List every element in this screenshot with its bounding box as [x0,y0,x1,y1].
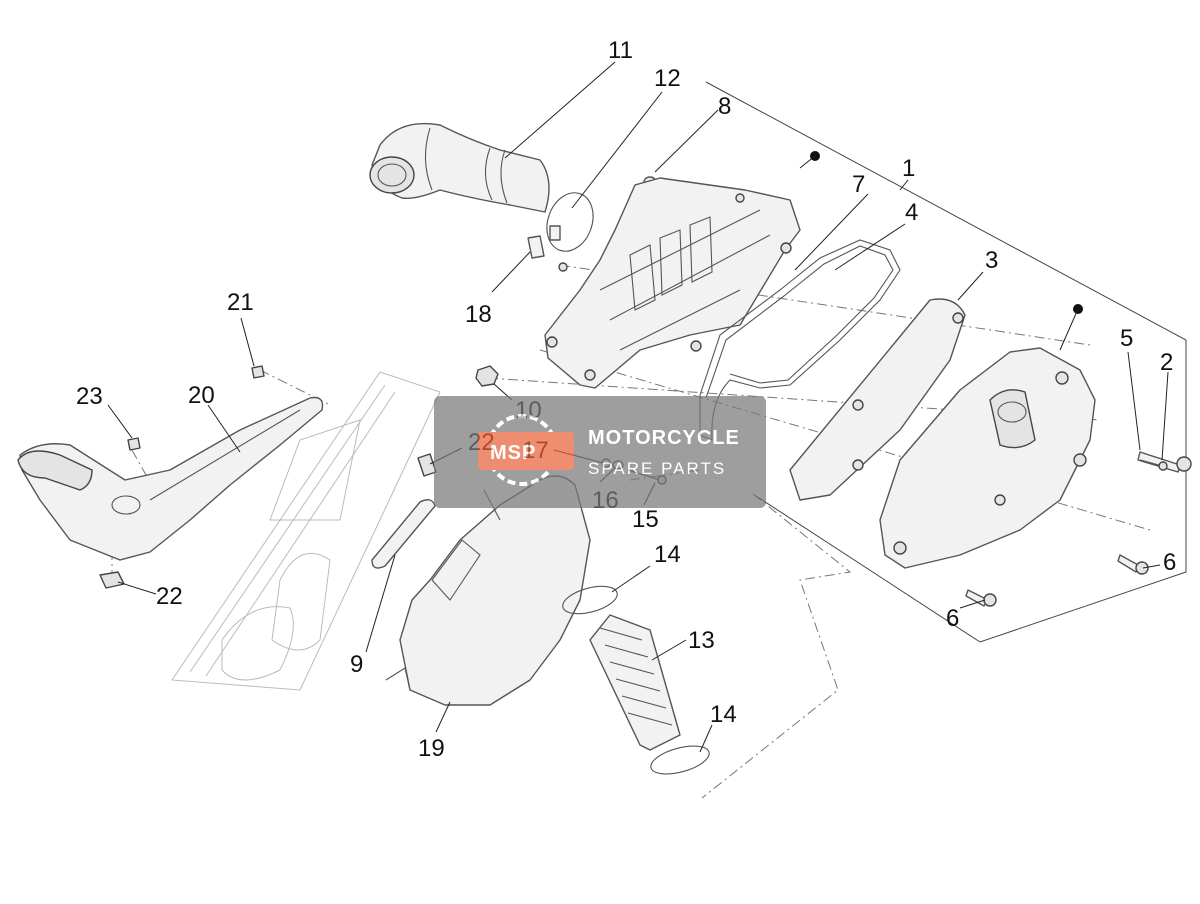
filter-element-part-3 [789,298,966,501]
clip-part-22a [99,571,125,589]
seal-strip-part-9 [371,499,436,569]
callout-3: 3 [985,247,998,274]
watermark-line1: MOTORCYCLE [588,427,740,449]
watermark-panel [434,396,766,508]
clip-part-18 [527,235,545,259]
callout-11: 11 [608,37,633,64]
callout-9: 9 [350,651,363,678]
callout-14a: 14 [654,541,681,568]
hose-clamp-part-14a [562,585,618,615]
watermark-badge [478,432,574,470]
callout-5: 5 [1120,325,1133,352]
hose-clamp-part-14b [650,745,710,775]
callout-13: 13 [688,627,715,654]
screw-part-21 [251,365,265,379]
intake-tube-part-11 [369,122,550,213]
clip-part-22b [417,453,437,477]
callout-6b: 6 [946,605,959,632]
callout-12: 12 [654,65,681,92]
screw-part-2 [1139,459,1168,471]
watermark: MSP MOTORCYCLE SPARE PARTS [434,396,766,508]
watermark-line2: SPARE PARTS [588,459,726,478]
callout-4: 4 [905,199,918,226]
callout-14b: 14 [710,701,737,728]
callout-19: 19 [418,735,445,762]
scooter-body-outline [171,371,441,691]
callout-21: 21 [227,289,254,316]
callout-8: 8 [718,93,731,120]
callout-20: 20 [188,382,215,409]
callout-15: 15 [632,506,659,533]
callout-23: 23 [76,383,103,410]
nut-part-10 [475,365,499,387]
watermark-badge-text: MSP [490,442,536,464]
callout-7: 7 [852,171,865,198]
bellows-part-13 [589,614,681,751]
bolt-part-5 [1137,451,1192,473]
screw-part-23 [127,437,141,451]
screw-part-6b [965,589,997,607]
callout-18: 18 [465,301,492,328]
screw-part-6a [1117,554,1149,575]
callout-1: 1 [902,155,915,182]
inlet-duct-part-20 [17,396,324,561]
callout-2: 2 [1160,349,1173,376]
airbox-housing-part-1 [544,177,801,389]
callout-22a: 22 [156,583,183,610]
clamp-part-12 [546,192,594,252]
assembly-bracket [701,81,1187,799]
airbox-cover [879,347,1096,569]
callout-6a: 6 [1163,549,1176,576]
reference-dots [810,151,1083,314]
